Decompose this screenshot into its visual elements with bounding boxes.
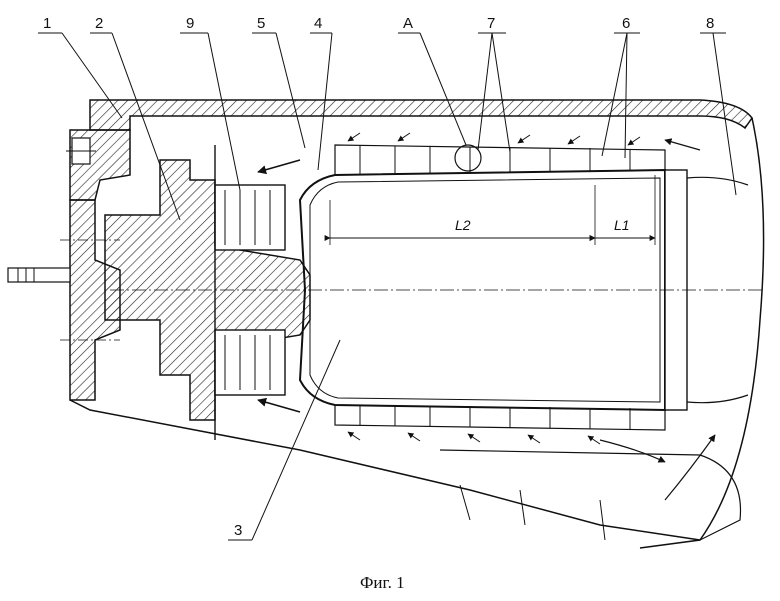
figure-caption: Фиг. 1 <box>360 573 405 592</box>
callout-a: A <box>403 15 413 32</box>
shaft-stub <box>8 268 70 282</box>
callout-3: 3 <box>234 522 242 539</box>
flame-tube <box>300 145 665 430</box>
dimension-lines <box>330 175 655 245</box>
dimension-l2: L2 <box>455 217 471 233</box>
callout-8: 8 <box>706 15 714 32</box>
callout-5: 5 <box>257 15 265 32</box>
callout-6: 6 <box>622 15 630 32</box>
callout-7: 7 <box>487 15 495 32</box>
callout-2: 2 <box>95 15 103 32</box>
flow-arrows <box>258 133 715 500</box>
callout-4: 4 <box>314 15 322 32</box>
dimension-l1: L1 <box>614 217 630 233</box>
callout-1: 1 <box>43 15 51 32</box>
callout-9: 9 <box>186 15 194 32</box>
